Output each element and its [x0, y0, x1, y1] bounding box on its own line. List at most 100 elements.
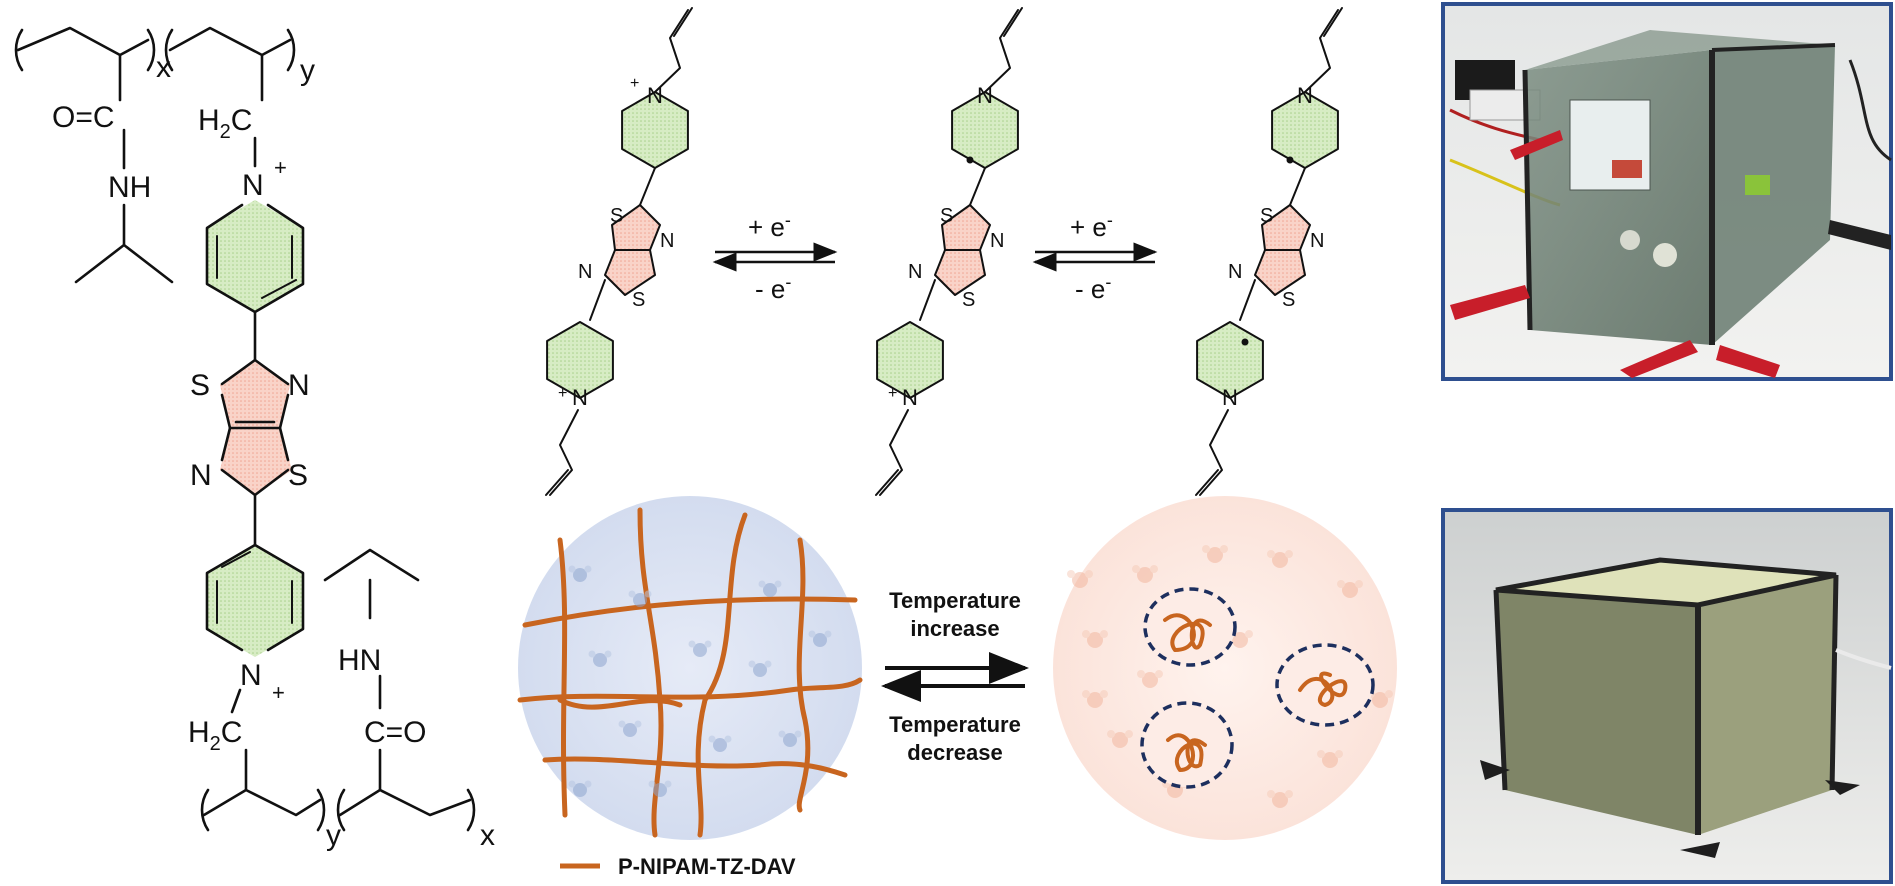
svg-text:N: N	[288, 369, 310, 402]
cube-left-face	[1496, 590, 1698, 835]
pyridine-top	[952, 92, 1018, 168]
svg-text:N: N	[1310, 230, 1324, 252]
pyridine-top	[622, 92, 688, 168]
legend-label: P-NIPAM-TZ-DAV	[618, 854, 796, 879]
water-c-2	[1202, 545, 1228, 563]
radical-dot	[1286, 156, 1294, 164]
cube-top-face	[1496, 560, 1836, 605]
bracket-left-top	[14, 28, 24, 72]
polymer-structure: x y O=C NH H2C N + S N N S	[14, 26, 495, 852]
swollen-polymer-chains	[517, 507, 863, 838]
forward-label-1: Temperature	[889, 588, 1021, 613]
sub-y-bottom: y	[326, 819, 341, 852]
swollen-network-circle	[518, 496, 862, 840]
collapsed-network-circle	[1053, 496, 1397, 840]
collapsed-chain-0	[1163, 613, 1212, 652]
h2c-bottom: H2C	[188, 716, 242, 755]
water-9	[648, 780, 672, 797]
amide-label: O=C	[52, 101, 115, 134]
water-c-9	[1267, 790, 1293, 808]
svg-text:N: N	[990, 230, 1004, 252]
collapsed-chain-1	[1298, 671, 1348, 707]
chain-2	[542, 756, 848, 778]
water-7	[708, 735, 732, 752]
water-c-7	[1107, 730, 1133, 748]
svg-text:+: +	[630, 75, 639, 92]
chain-0	[522, 596, 858, 628]
water-5	[748, 660, 772, 677]
svg-text:+: +	[888, 385, 897, 402]
redox-arrow-1: + e- - e-	[712, 210, 838, 304]
sub-y-top: y	[300, 54, 315, 87]
water-8	[778, 730, 802, 747]
bracket-y-top	[286, 28, 296, 72]
water-6	[618, 720, 642, 737]
h2c-top: H2C	[198, 104, 252, 143]
reverse-label-2: decrease	[907, 740, 1002, 765]
svg-text:S: S	[288, 459, 308, 492]
svg-text:S: S	[1282, 289, 1295, 311]
svg-text:N: N	[578, 261, 592, 283]
mol-n-bottom: N	[1222, 385, 1238, 410]
collapsed-domains	[1140, 587, 1375, 789]
chain-3	[557, 537, 568, 818]
forward-label-2: increase	[910, 616, 999, 641]
svg-text:N: N	[1228, 261, 1242, 283]
svg-text:+ e-: + e-	[1070, 210, 1113, 242]
water-2	[758, 580, 782, 597]
water-c-5	[1082, 630, 1108, 648]
water-c-4	[1337, 580, 1363, 598]
water-11	[808, 630, 832, 647]
photo-top-colored-cube	[1441, 2, 1893, 381]
pyridine-ring-bottom	[207, 545, 303, 657]
n-plus-top: N	[242, 169, 264, 202]
backbone-top-2	[168, 26, 292, 57]
chain-5	[695, 512, 748, 838]
bracket-bottom-1	[200, 788, 210, 832]
hn-label: HN	[338, 644, 381, 677]
water-molecules-swollen	[568, 565, 832, 797]
collapsed-chain-2	[1166, 733, 1207, 772]
water-10	[568, 780, 592, 797]
chain-7	[557, 697, 683, 710]
water-c-10	[1317, 750, 1343, 768]
svg-text:S: S	[632, 289, 645, 311]
collapsed-hydrogel	[1053, 496, 1397, 840]
chain-6	[796, 537, 811, 813]
pyridine-ring-top	[207, 200, 303, 312]
svg-text:S: S	[1260, 205, 1273, 227]
water-4	[688, 640, 712, 657]
water-c-1	[1132, 565, 1158, 583]
chain-1	[517, 677, 863, 703]
water-3	[588, 650, 612, 667]
water-molecules-collapsed	[1067, 545, 1393, 808]
svg-text:N: N	[908, 261, 922, 283]
pyridine-bottom	[547, 322, 613, 398]
backbone-top-1	[16, 26, 150, 57]
nh-label: NH	[108, 171, 151, 204]
svg-text:S: S	[190, 369, 210, 402]
svg-text:- e-: - e-	[1075, 272, 1111, 304]
water-c-3	[1267, 550, 1293, 568]
cube-front-right	[1712, 45, 1835, 345]
svg-text:S: S	[940, 205, 953, 227]
radical-dot-2	[1241, 338, 1249, 346]
collapsed-domain-0	[1143, 587, 1237, 667]
legend: P-NIPAM-TZ-DAV	[560, 854, 796, 879]
svg-text:- e-: - e-	[755, 272, 791, 304]
svg-text:+: +	[272, 680, 285, 705]
svg-text:N: N	[190, 459, 212, 492]
water-c-6	[1137, 670, 1163, 688]
redox-arrow-2: + e- - e-	[1032, 210, 1158, 304]
temperature-arrows: Temperature increase Temperature decreas…	[881, 588, 1029, 765]
sub-x-bottom: x	[480, 819, 495, 852]
thiazole-ring-a	[220, 360, 290, 428]
mol-n-bottom: N	[902, 385, 918, 410]
pyridine-top	[1272, 92, 1338, 168]
n-plus-bottom: N	[240, 659, 262, 692]
svg-text:N: N	[660, 230, 674, 252]
